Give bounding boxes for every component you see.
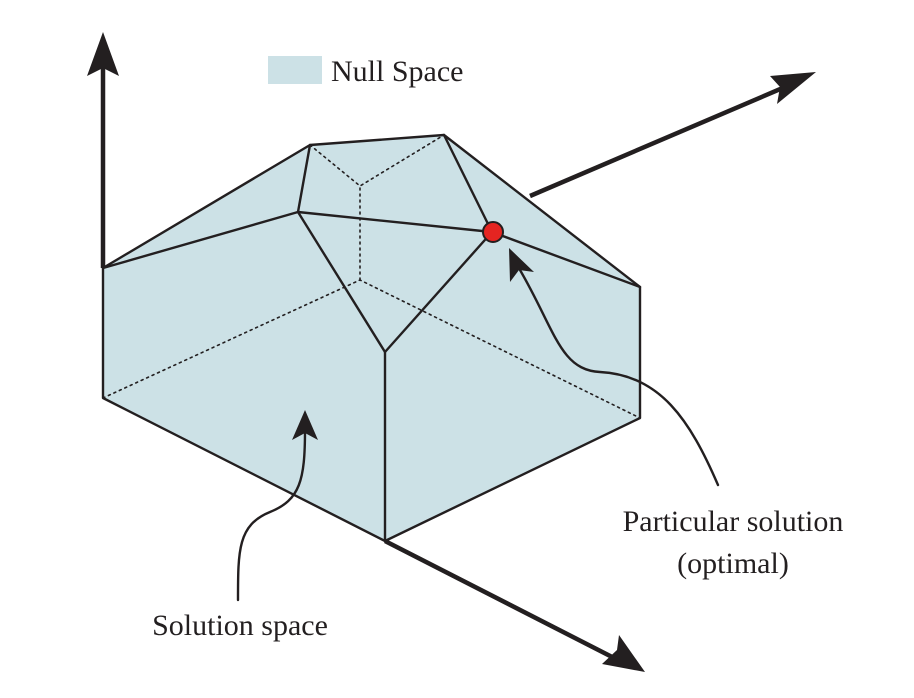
edge-upper-right [442,133,494,234]
particular-solution-sublabel: (optimal) [677,547,789,580]
vertical-axis-arrowhead-icon [87,32,119,76]
lower-axis-arrowhead-icon [602,635,645,672]
solution-space-curve [236,428,307,602]
optimal-point-red-dot-icon [482,221,504,243]
particular-solution-pointer [509,248,720,487]
solution-space-arrowhead-icon [292,410,318,440]
polytope-outline [101,133,642,543]
legend-swatch [268,56,322,84]
solution-space-pointer [236,410,318,602]
right-axis-arrowhead-icon [770,72,816,104]
solution-polytope [101,133,642,543]
particular-solution-label: Particular solution [623,505,844,538]
edge-upper-left [296,143,312,214]
edge-front-v [296,210,494,354]
particular-solution-curve [518,268,720,487]
polytope-fill [103,135,640,541]
lower-axis [383,538,620,663]
right-axis [529,81,793,199]
solution-space-label: Solution space [152,609,328,642]
edge-left-face-top [101,210,642,289]
coordinate-axes [87,32,816,672]
legend-label: Null Space [331,55,463,88]
legend: Null Space [268,55,463,88]
particular-solution-arrowhead-icon [509,248,534,282]
